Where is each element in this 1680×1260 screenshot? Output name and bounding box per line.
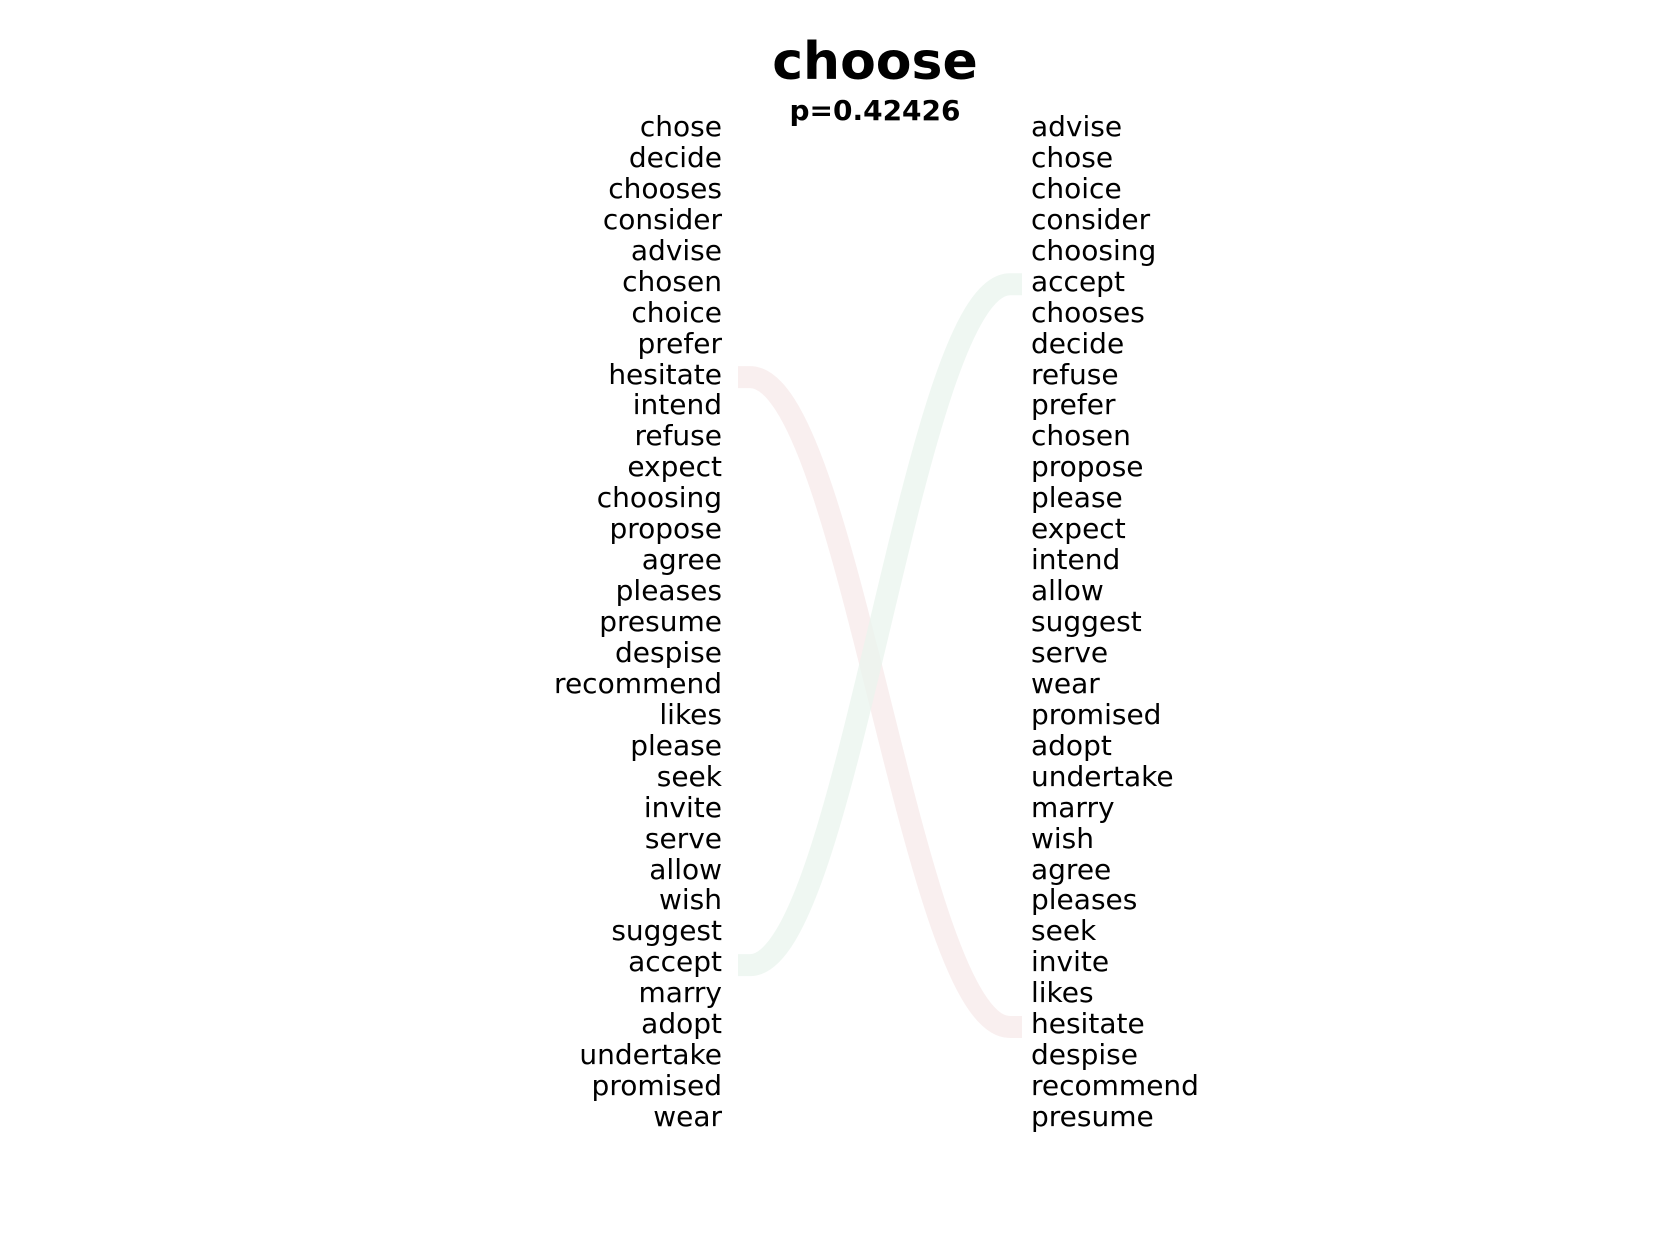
word-item: expect bbox=[627, 450, 722, 484]
word-item: recommend bbox=[554, 666, 722, 700]
word-item: propose bbox=[609, 512, 722, 546]
word-item: invite bbox=[1031, 945, 1110, 979]
word-item: intend bbox=[632, 388, 722, 422]
word-item: wish bbox=[1031, 821, 1095, 855]
word-item: promised bbox=[591, 1069, 722, 1103]
word-item: refuse bbox=[634, 419, 722, 453]
word-item: serve bbox=[644, 821, 722, 855]
word-item: wish bbox=[658, 883, 722, 917]
word-item: pleases bbox=[615, 574, 722, 608]
word-item: expect bbox=[1031, 512, 1126, 546]
word-item: marry bbox=[1031, 790, 1115, 824]
word-item: suggest bbox=[611, 914, 722, 948]
word-item: choice bbox=[631, 295, 722, 329]
word-item: choosing bbox=[596, 481, 722, 515]
word-item: seek bbox=[656, 759, 722, 793]
word-item: choice bbox=[1031, 171, 1122, 205]
word-item: allow bbox=[649, 852, 722, 886]
word-item: please bbox=[630, 728, 722, 762]
word-item: despise bbox=[1031, 1038, 1138, 1072]
word-item: advise bbox=[630, 233, 722, 267]
word-item: marry bbox=[638, 976, 722, 1010]
word-item: chosen bbox=[1031, 419, 1131, 453]
word-item: prefer bbox=[637, 326, 723, 360]
word-item: likes bbox=[659, 697, 722, 731]
word-item: prefer bbox=[1031, 388, 1116, 422]
word-item: chose bbox=[639, 110, 722, 143]
diagram-subtitle: p=0.42426 bbox=[789, 94, 961, 127]
connection-curve-accept bbox=[738, 273, 1022, 977]
word-item: agree bbox=[641, 543, 722, 577]
word-item: choosing bbox=[1031, 233, 1157, 267]
diagram-title: choose bbox=[772, 32, 978, 92]
word-item: undertake bbox=[579, 1038, 722, 1072]
word-item: pleases bbox=[1031, 883, 1138, 917]
word-item: wear bbox=[1031, 666, 1100, 700]
word-item: chooses bbox=[1031, 295, 1145, 329]
word-item: suggest bbox=[1031, 605, 1142, 638]
word-item: hesitate bbox=[608, 357, 722, 391]
word-item: propose bbox=[1031, 450, 1144, 484]
word-item: promised bbox=[1031, 697, 1162, 731]
word-item: serve bbox=[1031, 635, 1109, 669]
word-item: wear bbox=[653, 1100, 722, 1133]
word-item: accept bbox=[1031, 264, 1125, 298]
word-item: chosen bbox=[622, 264, 722, 298]
word-item: hesitate bbox=[1031, 1007, 1145, 1041]
word-item: despise bbox=[615, 635, 722, 669]
word-item: presume bbox=[599, 605, 722, 638]
connection-curve-hesitate bbox=[738, 366, 1022, 1039]
word-item: decide bbox=[628, 140, 722, 174]
word-item: consider bbox=[602, 202, 722, 236]
word-item: refuse bbox=[1031, 357, 1119, 391]
word-item: please bbox=[1031, 481, 1123, 515]
word-item: allow bbox=[1031, 574, 1104, 608]
word-item: advise bbox=[1031, 110, 1123, 143]
word-item: decide bbox=[1031, 326, 1125, 360]
word-item: accept bbox=[628, 945, 722, 979]
word-item: adopt bbox=[641, 1007, 722, 1041]
word-item: seek bbox=[1031, 914, 1097, 948]
word-item: agree bbox=[1031, 852, 1112, 886]
word-item: recommend bbox=[1031, 1069, 1199, 1103]
word-item: undertake bbox=[1031, 759, 1174, 793]
word-item: invite bbox=[643, 790, 722, 824]
word-item: presume bbox=[1031, 1100, 1154, 1133]
word-item: intend bbox=[1031, 543, 1121, 577]
word-item: adopt bbox=[1031, 728, 1112, 762]
word-item: chose bbox=[1031, 140, 1114, 174]
word-item: likes bbox=[1031, 976, 1094, 1010]
word-item: consider bbox=[1031, 202, 1151, 236]
word-item: chooses bbox=[608, 171, 722, 205]
